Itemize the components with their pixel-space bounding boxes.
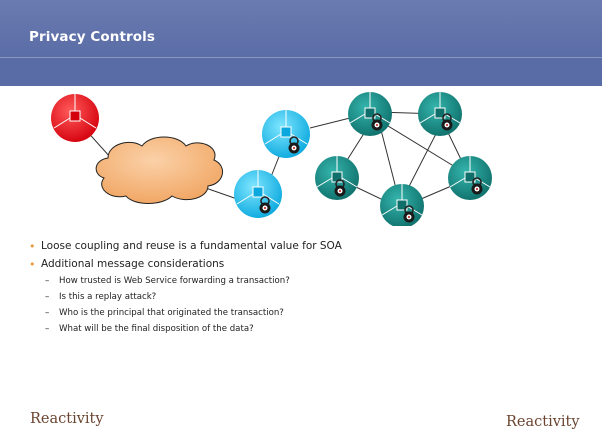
sub-bullet-item: – What will be the final disposition of … (45, 324, 569, 340)
teal-service-node-4 (448, 156, 492, 200)
lock-icon (334, 179, 346, 197)
teal-service-node-5 (380, 184, 424, 226)
title-bar: Privacy Controls (0, 0, 602, 86)
title-rule (0, 57, 602, 58)
sub-bullet-text: Who is the principal that originated the… (59, 308, 284, 318)
bullet-list: • Loose coupling and reuse is a fundamen… (29, 240, 569, 340)
connector-cyan-teal (309, 117, 351, 129)
bullet-dot-icon: • (29, 240, 36, 253)
lock-icon (259, 196, 271, 214)
teal-service-node-3 (315, 156, 359, 200)
lock-icon (288, 136, 300, 154)
sub-bullet-item: – Is this a replay attack? (45, 292, 569, 308)
reactivity-logo-right: Reactivity (506, 414, 580, 430)
bullet-dot-icon: • (29, 258, 36, 271)
teal-service-node-2 (418, 92, 462, 136)
slide-title: Privacy Controls (29, 29, 156, 45)
cyan-service-node-1 (262, 110, 310, 158)
sub-bullet-text: What will be the final disposition of th… (59, 324, 254, 334)
teal-service-node-1 (348, 92, 392, 136)
sub-bullet-item: – How trusted is Web Service forwarding … (45, 276, 569, 292)
lock-icon (371, 113, 383, 131)
reactivity-logo-left: Reactivity (30, 411, 104, 427)
dash-icon: – (45, 292, 50, 302)
red-service-node (51, 94, 99, 142)
bullet-item: • Additional message considerations (29, 258, 569, 276)
bullet-text: Loose coupling and reuse is a fundamenta… (41, 240, 342, 252)
sub-bullet-text: How trusted is Web Service forwarding a … (59, 276, 290, 286)
dash-icon: – (45, 308, 50, 318)
sub-bullet-item: – Who is the principal that originated t… (45, 308, 569, 324)
lock-icon (471, 177, 483, 195)
cyan-service-node-2 (234, 170, 282, 218)
lock-icon (441, 113, 453, 131)
bullet-text: Additional message considerations (41, 258, 225, 270)
lock-icon (403, 205, 415, 223)
bullet-item: • Loose coupling and reuse is a fundamen… (29, 240, 569, 258)
dash-icon: – (45, 324, 50, 334)
dash-icon: – (45, 276, 50, 286)
cloud-shape (95, 136, 223, 204)
sub-bullet-text: Is this a replay attack? (59, 292, 157, 302)
network-diagram (51, 92, 492, 226)
